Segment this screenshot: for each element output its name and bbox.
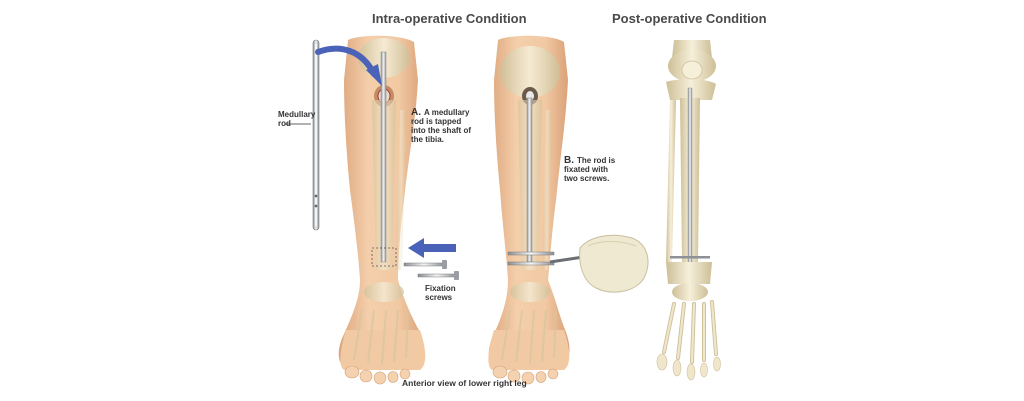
gloved-hand-drawing (549, 234, 649, 293)
step-a-text: A medullary rod is tapped into the shaft… (411, 108, 471, 144)
leg-2-drawing (488, 35, 570, 385)
intra-operative-heading: Intra-operative Condition (372, 11, 527, 26)
figure-caption: Anterior view of lower right leg (402, 378, 527, 388)
skeleton-drawing (656, 40, 721, 381)
step-a-letter: A. (411, 107, 421, 118)
screw-arrow (408, 238, 456, 258)
step-b-label: B.The rod is fixated with two screws. (564, 155, 620, 184)
step-a-label: A.A medullary rod is tapped into the sha… (411, 107, 475, 145)
fixation-screws-label: Fixation screws (425, 284, 456, 302)
step-b-letter: B. (564, 155, 574, 166)
fixation-screws-drawing (403, 260, 459, 280)
step-b-text: The rod is fixated with two screws. (564, 156, 616, 183)
medullary-rod-drawing (312, 39, 320, 231)
post-operative-heading: Post-operative Condition (612, 11, 767, 26)
leg-1-drawing (338, 35, 426, 385)
medullary-rod-label: Medullary rod (278, 110, 316, 128)
